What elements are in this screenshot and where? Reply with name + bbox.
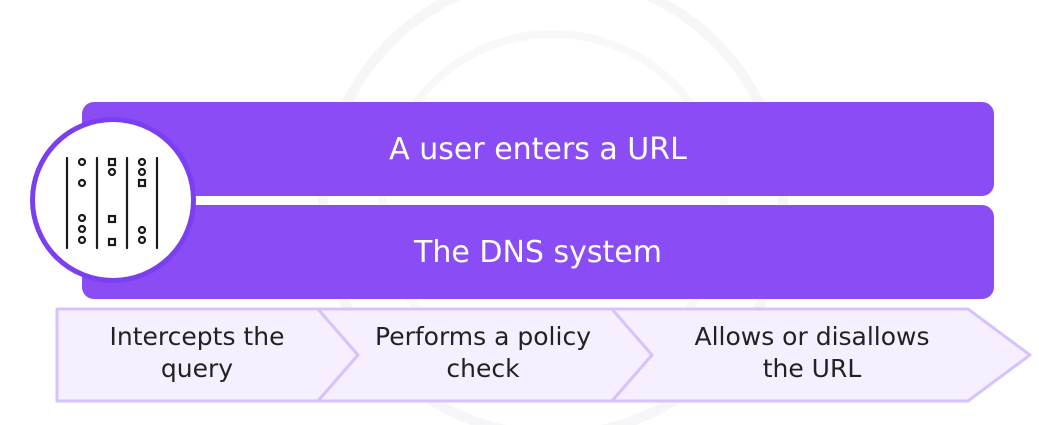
step-chevron-3 [610, 307, 1032, 403]
server-rack-icon [30, 117, 196, 283]
dns-system-bar: The DNS system [82, 205, 994, 299]
step-policy-check: Performs a policy check [375, 322, 591, 383]
user-enters-url-label: A user enters a URL [389, 131, 687, 167]
step-allow-disallow: Allows or disallows the URL [694, 322, 930, 383]
user-enters-url-bar: A user enters a URL [82, 102, 994, 196]
step-intercepts-query: Intercepts the query [109, 322, 285, 383]
dns-system-label: The DNS system [414, 234, 662, 270]
server-rack-icon-graphic [65, 156, 159, 250]
